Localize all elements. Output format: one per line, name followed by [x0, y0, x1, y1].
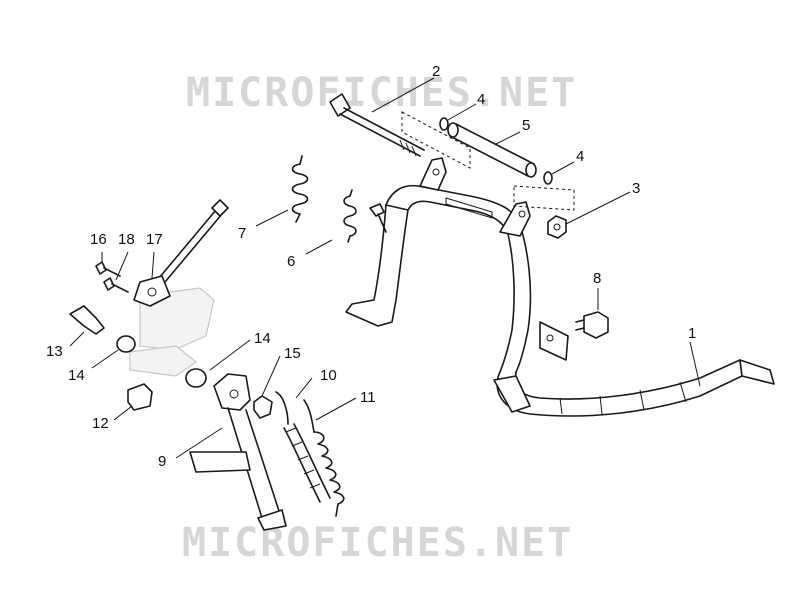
callout-13: 13: [46, 343, 63, 360]
part-screw[interactable]: [95, 261, 121, 277]
callout-4-lower: 4: [576, 148, 584, 165]
leader-11: [315, 397, 357, 421]
leader-14a: [91, 349, 119, 369]
part-nut[interactable]: [547, 215, 567, 239]
callout-10: 10: [320, 367, 337, 384]
callout-3: 3: [632, 180, 640, 197]
leader-10: [295, 377, 313, 399]
callout-17: 17: [146, 231, 163, 248]
callout-14-left: 14: [68, 367, 85, 384]
part-side-stand-spring-outer[interactable]: [275, 391, 331, 503]
frame-bracket-ghost: [129, 287, 215, 377]
callout-2: 2: [432, 63, 440, 80]
part-side-stand-spring-inner[interactable]: [303, 399, 345, 517]
leader-13: [69, 331, 85, 347]
leader-3: [565, 191, 631, 225]
part-side-stand-switch[interactable]: [133, 199, 229, 307]
part-o-ring-right[interactable]: [185, 368, 207, 388]
callout-12: 12: [92, 415, 109, 432]
part-nut-block[interactable]: [127, 383, 153, 411]
watermark-top: MICROFICHES.NET: [186, 70, 577, 116]
part-rubber-buffer[interactable]: [575, 311, 609, 339]
callout-1: 1: [688, 325, 696, 342]
leader-4a: [447, 103, 477, 121]
callout-11: 11: [360, 389, 376, 406]
part-circlip-upper[interactable]: [439, 117, 449, 131]
part-pivot-bolt[interactable]: [329, 93, 425, 157]
callout-16: 16: [90, 231, 107, 248]
part-small-spring[interactable]: [343, 189, 357, 243]
part-o-ring-left[interactable]: [116, 335, 136, 353]
leader-7: [255, 209, 289, 227]
callout-6: 6: [287, 253, 295, 270]
part-side-stand[interactable]: [189, 373, 287, 531]
leader-12: [113, 405, 133, 421]
callout-7: 7: [238, 225, 246, 242]
part-tube-spacer[interactable]: [447, 122, 537, 178]
part-stop-pin[interactable]: [369, 203, 387, 233]
leader-2: [371, 77, 435, 113]
leader-17: [151, 251, 155, 279]
leader-4b: [551, 161, 575, 175]
part-screw-washer[interactable]: [103, 277, 129, 293]
callout-8: 8: [593, 270, 601, 287]
leader-6: [305, 239, 333, 255]
watermark-bottom: MICROFICHES.NET: [182, 520, 573, 566]
part-bushing[interactable]: [253, 395, 273, 419]
leader-14b: [209, 339, 251, 371]
part-stand-spring[interactable]: [291, 155, 309, 223]
leader-15: [261, 355, 281, 397]
part-circlip-lower[interactable]: [543, 171, 553, 185]
callout-15: 15: [284, 345, 301, 362]
callout-18: 18: [118, 231, 135, 248]
part-side-stand-bolt[interactable]: [69, 305, 105, 335]
callout-14-right: 14: [254, 330, 271, 347]
leader-18: [115, 251, 129, 281]
callout-5: 5: [522, 117, 530, 134]
part-main-stand[interactable]: [345, 157, 775, 417]
callout-9: 9: [158, 453, 166, 470]
leader-9: [175, 427, 223, 459]
leader-5: [495, 131, 521, 145]
callout-4-upper: 4: [477, 91, 485, 108]
leader-1: [689, 341, 701, 387]
